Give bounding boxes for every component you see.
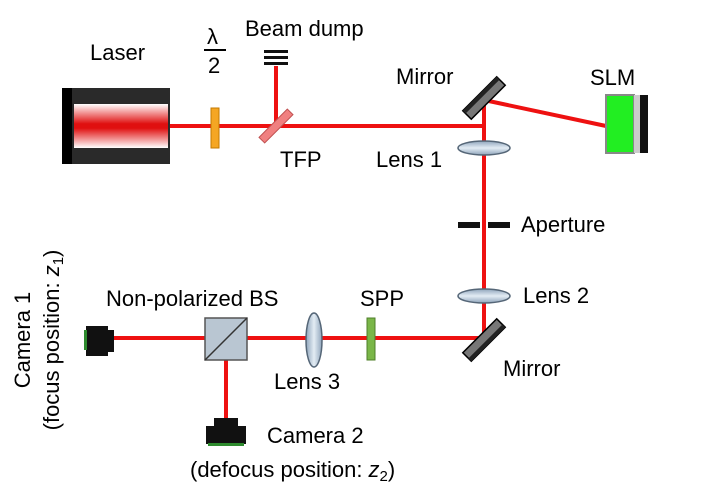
- beam-mirror-to-slm-upper: [483, 98, 607, 128]
- waveplate-numerator: λ: [207, 24, 218, 49]
- beam-dump-label: Beam dump: [245, 16, 364, 41]
- lens-2-label: Lens 2: [523, 283, 589, 308]
- mirror-bottom: [461, 317, 507, 363]
- tfp-label: TFP: [280, 147, 322, 172]
- aperture: [458, 222, 510, 228]
- camera-1-label: Camera 1: [10, 292, 35, 389]
- lens-1-label: Lens 1: [376, 147, 442, 172]
- camera-2: [206, 418, 246, 446]
- camera-1: [84, 326, 114, 356]
- aperture-label: Aperture: [521, 212, 605, 237]
- non-polarized-bs: [204, 317, 248, 361]
- spp: [366, 317, 376, 361]
- slm-label: SLM: [590, 65, 635, 90]
- lens-1: [457, 140, 511, 156]
- beam-dump: [264, 50, 288, 65]
- lens-2: [457, 288, 511, 304]
- camera-1-position-label: (focus position: z1): [39, 250, 67, 431]
- laser: [62, 88, 170, 164]
- waveplate-denominator: 2: [208, 53, 220, 78]
- laser-label: Laser: [90, 40, 145, 65]
- half-wave-plate: [210, 107, 220, 149]
- mirror-bottom-label: Mirror: [503, 356, 560, 381]
- non-polarized-bs-label: Non-polarized BS: [106, 286, 278, 311]
- tfp: [258, 108, 294, 144]
- mirror-top-label: Mirror: [396, 64, 453, 89]
- lens-3-label: Lens 3: [274, 369, 340, 394]
- camera-2-label: Camera 2: [267, 423, 364, 448]
- slm: [605, 94, 648, 154]
- lens-3: [305, 312, 323, 368]
- mirror-top: [461, 75, 507, 121]
- camera-2-position-label: (defocus position: z2): [190, 457, 395, 485]
- spp-label: SPP: [360, 286, 404, 311]
